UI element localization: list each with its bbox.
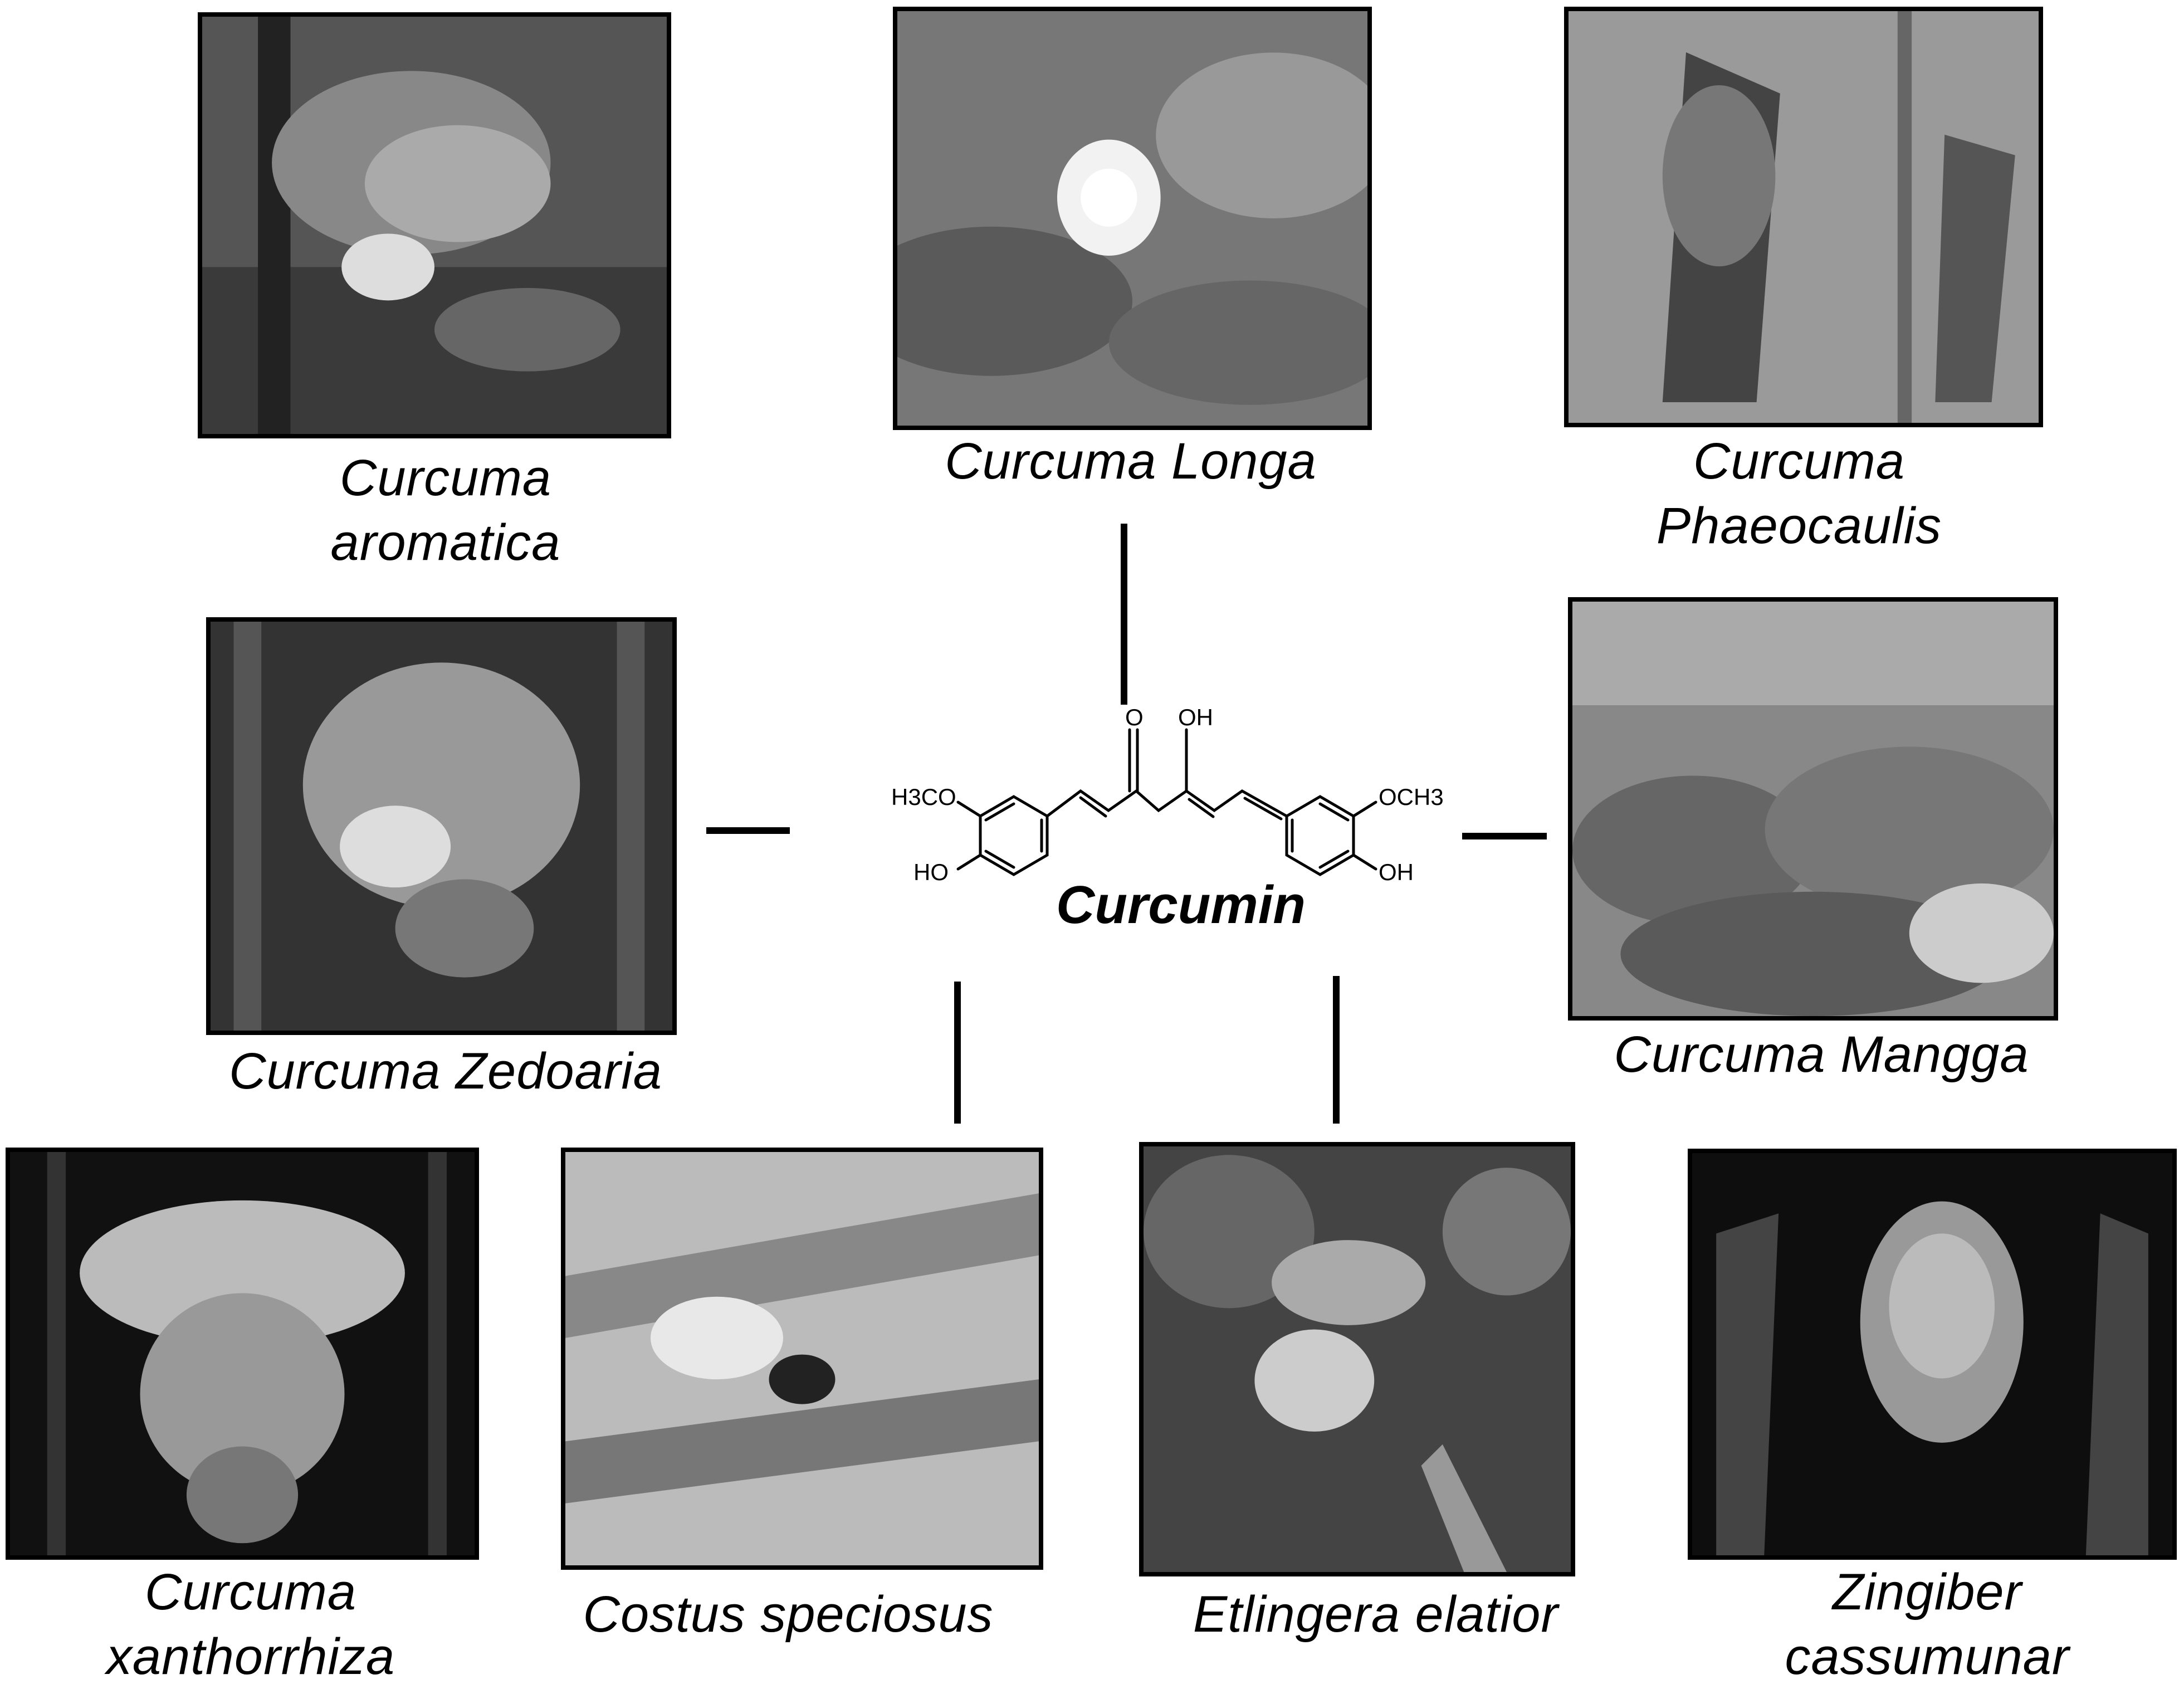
label-curcuma-mangga: Curcuma Mangga xyxy=(1582,1022,2061,1087)
label-curcuma-zedoaria: Curcuma Zedoaria xyxy=(195,1039,696,1104)
photo-etlingera-elatior xyxy=(1139,1142,1575,1576)
label-line: Curcuma xyxy=(1693,433,1905,490)
label-curcuma-phaeocaulis: Curcuma Phaeocaulis xyxy=(1604,429,1994,558)
atom-enol: OH xyxy=(1178,707,1213,730)
atom-ketone: O xyxy=(1125,707,1144,730)
label-line: aromatica xyxy=(330,514,561,571)
label-line: Etlingera elatior xyxy=(1193,1586,1559,1643)
atom-methoxy-left: H3CO xyxy=(891,784,956,810)
connector-top xyxy=(1121,524,1127,705)
curcumin-structure: H3CO HO O OH OCH3 OH xyxy=(891,707,1444,885)
photo-curcuma-zedoaria xyxy=(206,617,677,1035)
photo-costus-speciosus xyxy=(561,1148,1043,1570)
atom-hydroxy-right: OH xyxy=(1379,859,1414,885)
label-curcuma-xanthorrhiza: Curcuma xanthorrhiza xyxy=(56,1560,446,1689)
label-line: Phaeocaulis xyxy=(1656,497,1942,554)
connector-bottom-left xyxy=(954,982,961,1124)
photo-curcuma-mangga xyxy=(1568,597,2058,1021)
label-zingiber-cassumunar: Zingiber cassumunar xyxy=(1727,1560,2128,1689)
label-curcuma-longa: Curcuma Longa xyxy=(891,429,1370,494)
label-etlingera-elatior: Etlingera elatior xyxy=(1164,1582,1587,1647)
compound-name: Curcumin xyxy=(1056,875,1306,935)
label-line: Zingiber xyxy=(1832,1564,2022,1620)
atom-hydroxy-left: HO xyxy=(913,859,949,885)
label-line: Curcuma Zedoaria xyxy=(229,1043,662,1100)
photo-curcuma-aromatica xyxy=(198,12,671,438)
photo-curcuma-longa xyxy=(893,7,1372,430)
photo-curcuma-xanthorrhiza xyxy=(6,1148,479,1560)
label-curcuma-aromatica: Curcuma aromatica xyxy=(267,446,624,575)
label-line: Curcuma Mangga xyxy=(1614,1026,2029,1083)
connector-right xyxy=(1462,833,1547,839)
photo-curcuma-phaeocaulis xyxy=(1564,7,2043,427)
label-line: Curcuma xyxy=(339,450,552,506)
label-costus-speciosus: Costus speciosus xyxy=(551,1582,1025,1647)
label-line: xanthorrhiza xyxy=(106,1628,395,1685)
connector-left xyxy=(706,827,790,834)
atom-methoxy-right: OCH3 xyxy=(1379,784,1444,810)
label-line: Curcuma Longa xyxy=(945,433,1317,490)
label-line: Curcuma xyxy=(144,1564,357,1620)
label-line: cassumunar xyxy=(1785,1628,2070,1685)
photo-zingiber-cassumunar xyxy=(1688,1149,2177,1560)
label-line: Costus speciosus xyxy=(583,1586,994,1643)
connector-bottom-right xyxy=(1333,976,1340,1124)
